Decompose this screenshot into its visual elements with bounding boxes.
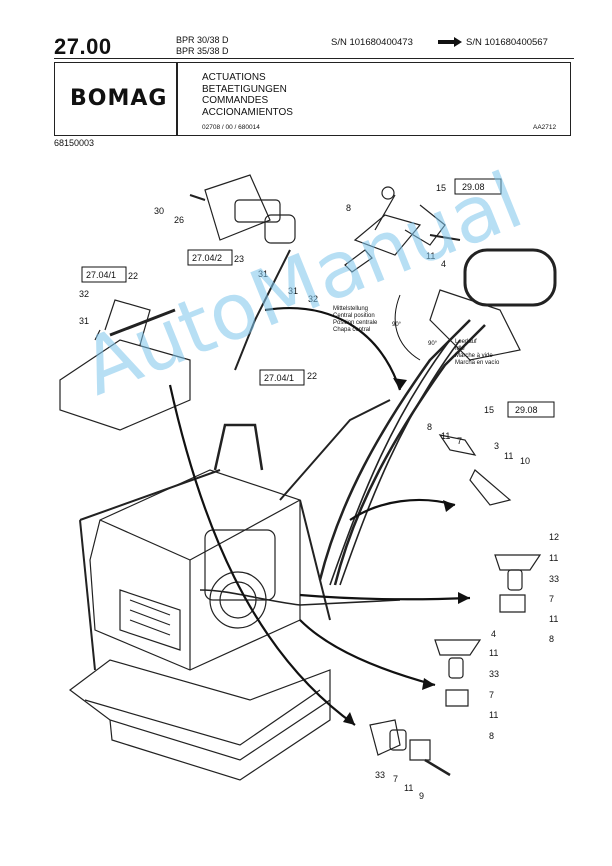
callout: 7 <box>549 594 554 604</box>
reference-box-label: 27.04/1 <box>264 373 294 383</box>
idle-label: Leerlauf <box>455 339 477 345</box>
model-list: BPR 30/38 D BPR 35/38 D <box>176 35 229 57</box>
callout: 11 <box>489 648 498 658</box>
section-titles: ACTUATIONS BETAETIGUNGEN COMMANDES ACCIO… <box>202 72 293 118</box>
callout: 10 <box>520 456 530 466</box>
callout: 23 <box>234 254 244 264</box>
callout: 7 <box>393 774 398 784</box>
callout: 3 <box>494 441 499 451</box>
page-number: 27.00 <box>54 34 112 59</box>
central-position-label: Mittelstellung <box>333 306 368 312</box>
callout: 15 <box>484 405 494 415</box>
title-block <box>54 62 571 136</box>
angle-label: 90° <box>392 322 402 328</box>
callout: 15 <box>436 183 446 193</box>
base-plate <box>69 659 331 761</box>
callout: 22 <box>128 271 138 281</box>
serial-to: S/N 101680400567 <box>466 37 548 48</box>
reference-box-label: 29.08 <box>515 405 538 415</box>
callout: 11 <box>504 451 513 461</box>
callout: 9 <box>419 791 424 801</box>
model-line: BPR 35/38 D <box>176 46 229 56</box>
callout: 8 <box>346 203 351 213</box>
header-divider <box>54 58 574 59</box>
section-title: COMMANDES <box>202 95 269 106</box>
idle-label: Idle <box>455 346 465 352</box>
section-title: ACTUATIONS <box>202 72 266 83</box>
callout: 12 <box>549 532 559 542</box>
callout: 8 <box>549 634 554 644</box>
callout: 30 <box>154 206 164 216</box>
section-title: BETAETIGUNGEN <box>202 83 287 95</box>
central-position-label: Chapa central <box>333 327 370 333</box>
callout: 31 <box>288 286 298 296</box>
callout: 8 <box>427 422 432 432</box>
callout: 11 <box>549 553 558 563</box>
callout: 32 <box>308 294 318 304</box>
callout: 31 <box>258 269 268 279</box>
reference-box-label: 27.04/2 <box>192 253 222 263</box>
idle-label: Marche à vide <box>455 353 493 359</box>
reference-box-label: 29.08 <box>462 182 485 192</box>
arrow-right-icon <box>438 37 462 47</box>
callout: 8 <box>489 731 494 741</box>
callout: 7 <box>457 436 462 446</box>
callout: 11 <box>404 783 413 793</box>
callout: 4 <box>491 629 496 639</box>
image-reference: AA2712 <box>533 124 557 131</box>
angle-label: 90° <box>428 341 438 347</box>
callout: 4 <box>441 259 446 269</box>
callout: 31 <box>79 316 89 326</box>
callout: 33 <box>375 770 385 780</box>
callout: 7 <box>489 690 494 700</box>
bomag-logo: BOMAG <box>70 86 168 111</box>
callout: 22 <box>307 371 317 381</box>
central-position-label: Central position <box>333 313 375 319</box>
title-block-divider <box>176 62 178 136</box>
section-title: ACCIONAMIENTOS <box>202 106 293 118</box>
callout: 11 <box>549 614 558 624</box>
reference-box-label: 27.04/1 <box>86 270 116 280</box>
callout: 33 <box>549 574 559 584</box>
callout: 11 <box>441 431 450 441</box>
callout: 32 <box>79 289 89 299</box>
engine <box>89 469 301 671</box>
callout: 11 <box>489 710 498 720</box>
part-number: 68150003 <box>54 138 95 148</box>
model-line: BPR 30/38 D <box>176 35 229 45</box>
callout: 26 <box>174 215 184 225</box>
callout: 33 <box>489 669 499 679</box>
idle-label: Marcha en vacío <box>455 360 500 366</box>
central-position-label: Position centrale <box>333 320 378 326</box>
callout: 11 <box>426 251 435 261</box>
document-reference: 02708 / 00 / 680014 <box>202 124 260 131</box>
serial-from: S/N 101680400473 <box>331 37 413 48</box>
